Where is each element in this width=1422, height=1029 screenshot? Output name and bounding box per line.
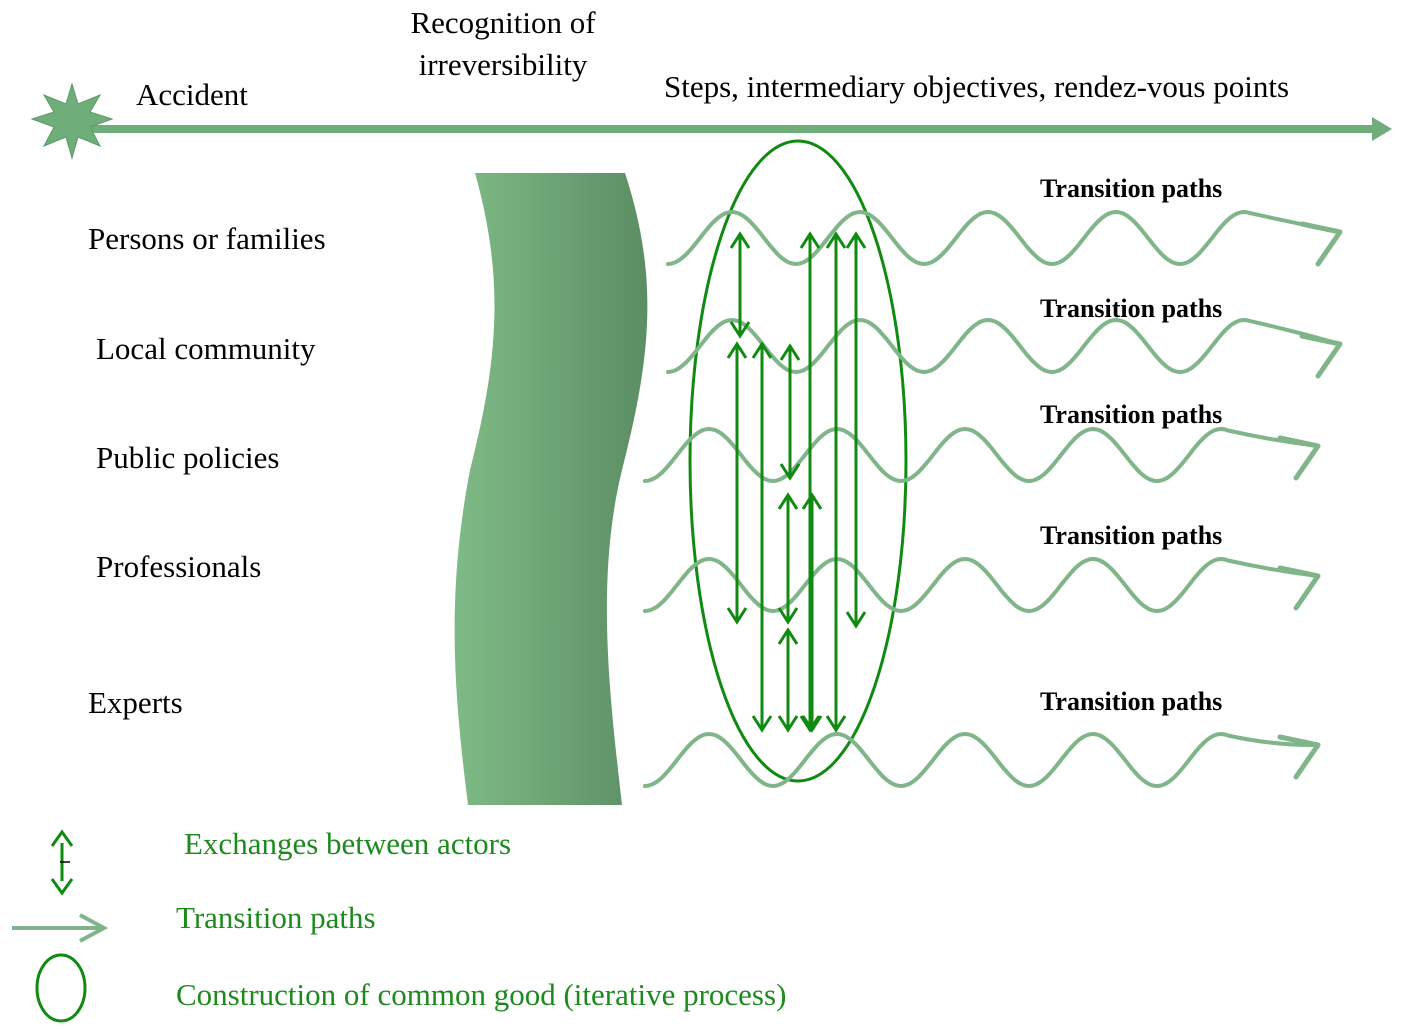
legend-transition-arrow-icon xyxy=(12,913,109,943)
exchange-arrowhead xyxy=(845,231,867,249)
transition-wave xyxy=(666,209,1342,267)
actor-label-experts: Experts xyxy=(88,685,183,720)
actor-label-public-policies: Public policies xyxy=(96,440,280,475)
common-good-ellipse xyxy=(688,139,908,783)
transition-label: Transition paths xyxy=(1040,400,1223,429)
exchange-arrowhead xyxy=(726,607,748,625)
transition-wave-arrowhead xyxy=(1299,221,1343,267)
transition-label: Transition paths xyxy=(1040,687,1223,716)
legend-ellipse-icon xyxy=(35,953,87,1023)
actor-label-persons: Persons or families xyxy=(88,221,326,256)
exchange-arrowhead xyxy=(801,715,823,733)
legend-exchanges-label: Exchanges between actors xyxy=(184,826,512,861)
transition-wave xyxy=(666,317,1342,375)
exchange-arrowhead xyxy=(726,341,748,359)
exchange-arrows xyxy=(726,231,867,733)
legend-exchange-arrow-icon xyxy=(50,829,74,896)
actor-label-professionals: Professionals xyxy=(96,549,262,584)
exchange-arrowhead xyxy=(777,715,799,733)
exchange-arrowhead xyxy=(825,715,847,733)
steps-label: Steps, intermediary objectives, rendez-v… xyxy=(664,69,1290,104)
accident-label: Accident xyxy=(136,77,248,112)
exchange-arrowhead xyxy=(825,231,847,249)
exchange-arrowhead xyxy=(751,341,773,359)
legend-construction-label: Construction of common good (iterative p… xyxy=(176,977,787,1012)
exchange-arrowhead xyxy=(845,611,867,629)
exchange-arrowhead xyxy=(777,492,799,510)
transition-wave xyxy=(643,426,1320,484)
transition-wave-arrowhead xyxy=(1277,565,1321,611)
transition-wave-arrowhead xyxy=(1277,734,1321,780)
transition-wave-arrowhead xyxy=(1277,435,1321,481)
transition-wave-arrowhead xyxy=(1299,333,1343,379)
exchange-arrowhead xyxy=(801,492,823,510)
exchange-arrowhead xyxy=(777,627,799,645)
recognition-label-line2: irreversibility xyxy=(418,47,588,82)
accident-burst-icon xyxy=(30,82,114,160)
exchange-arrowhead xyxy=(779,343,801,361)
actor-label-local-community: Local community xyxy=(96,331,316,366)
transition-wave xyxy=(643,731,1320,789)
legend-icons xyxy=(12,829,109,1023)
legend-transition-label: Transition paths xyxy=(176,900,376,935)
exchange-arrowhead xyxy=(779,463,801,481)
irreversibility-band xyxy=(454,173,648,805)
recognition-label-line1: Recognition of xyxy=(410,5,596,40)
transition-label: Transition paths xyxy=(1040,174,1223,203)
exchange-arrowhead xyxy=(729,321,751,339)
timeline xyxy=(30,82,1392,160)
transition-label: Transition paths xyxy=(1040,294,1223,323)
exchange-arrowhead xyxy=(799,231,821,249)
transition-label: Transition paths xyxy=(1040,521,1223,550)
exchange-arrowhead xyxy=(751,715,773,733)
exchange-arrowhead xyxy=(729,231,751,249)
exchange-arrowhead xyxy=(799,715,821,733)
exchange-arrowhead xyxy=(777,607,799,625)
transition-wave xyxy=(643,556,1320,614)
timeline-arrowhead xyxy=(1372,117,1392,141)
transition-waves xyxy=(643,209,1343,789)
